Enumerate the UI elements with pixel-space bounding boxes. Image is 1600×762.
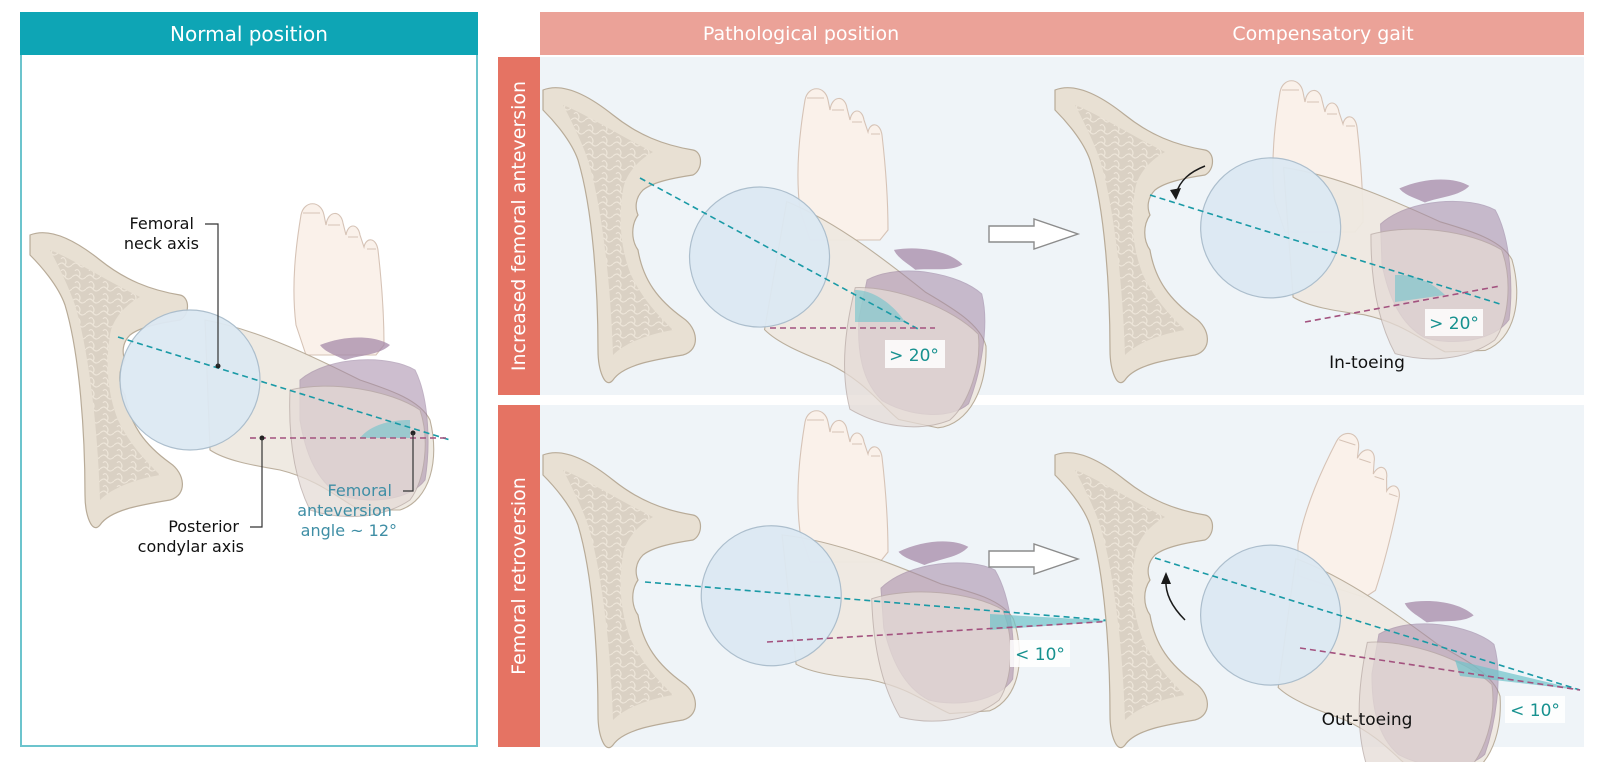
pelvis-bone: [542, 87, 702, 384]
compensatory-gait-header: Compensatory gait: [1232, 22, 1414, 45]
angle-wedge: [855, 290, 905, 322]
condylar-axis-leader: [250, 438, 263, 528]
femoral-neck-axis-label: Femoral neck axis: [124, 214, 199, 253]
normal-position-title: Normal position: [170, 21, 328, 46]
pelvis-bone: [542, 452, 702, 749]
in-toeing-label: In-toeing: [1329, 353, 1405, 373]
angle-wedge: [1455, 660, 1580, 690]
angle-label-bg: [885, 340, 945, 368]
rotation-arrow-icon: [1165, 579, 1186, 621]
anteversion-angle-label: Femoral anteversion angle ~ 12°: [297, 481, 397, 540]
transition-arrow-icon: [988, 543, 1081, 575]
femoral-neck-axis-line: [1149, 194, 1501, 305]
angle-wedge: [1395, 274, 1445, 302]
rotation-arrowhead-icon: [1170, 188, 1181, 200]
angle-label-bg: [1505, 696, 1565, 723]
femoral-neck-axis-line: [117, 336, 451, 441]
anteversion-pathological-angle: > 20°: [889, 346, 939, 366]
retroversion-compensatory-angle: < 10°: [1510, 701, 1560, 721]
rotation-arrowhead-icon: [1161, 572, 1171, 584]
posterior-condylar-axis-line: [766, 620, 1116, 643]
transition-arrow-icon: [988, 218, 1081, 250]
angle-label-bg: [1010, 640, 1070, 667]
neck-axis-leader: [205, 223, 219, 366]
normal-position-header: Normal position: [20, 12, 478, 55]
posterior-condylar-axis-label: Posterior condylar axis: [138, 517, 244, 556]
column-header-bar: Pathological position Compensatory gait: [540, 12, 1584, 55]
row-label-retroversion: Femoral retroversion: [498, 405, 540, 747]
pelvis-bone: [1054, 452, 1214, 749]
retroversion-compensatory-illustration: [1054, 427, 1581, 762]
femoral-neck-axis-line: [644, 581, 1116, 622]
femoral-neck-axis-line: [639, 177, 921, 331]
out-toeing-label: Out-toeing: [1322, 710, 1413, 730]
normal-hip-illustration: [29, 203, 451, 529]
retroversion-pathological-angle: < 10°: [1015, 645, 1065, 665]
anteversion-compensatory-illustration: [1054, 80, 1520, 384]
retroversion-pathological-illustration: [542, 410, 1116, 749]
pathological-position-header: Pathological position: [702, 22, 900, 45]
row-label-anteversion: Increased femoral anteversion: [498, 57, 540, 395]
angle-leader: [403, 433, 414, 492]
foot-illustration: [293, 203, 385, 356]
anteversion-compensatory-angle: > 20°: [1429, 314, 1479, 334]
posterior-condylar-axis-line: [1304, 285, 1501, 323]
posterior-condylar-axis-line: [1299, 647, 1581, 691]
pelvis-bone: [1054, 87, 1214, 384]
angle-label-bg: [1425, 309, 1483, 336]
femoral-neck-axis-line: [1154, 557, 1581, 691]
anteversion-pathological-illustration: [542, 87, 1014, 442]
